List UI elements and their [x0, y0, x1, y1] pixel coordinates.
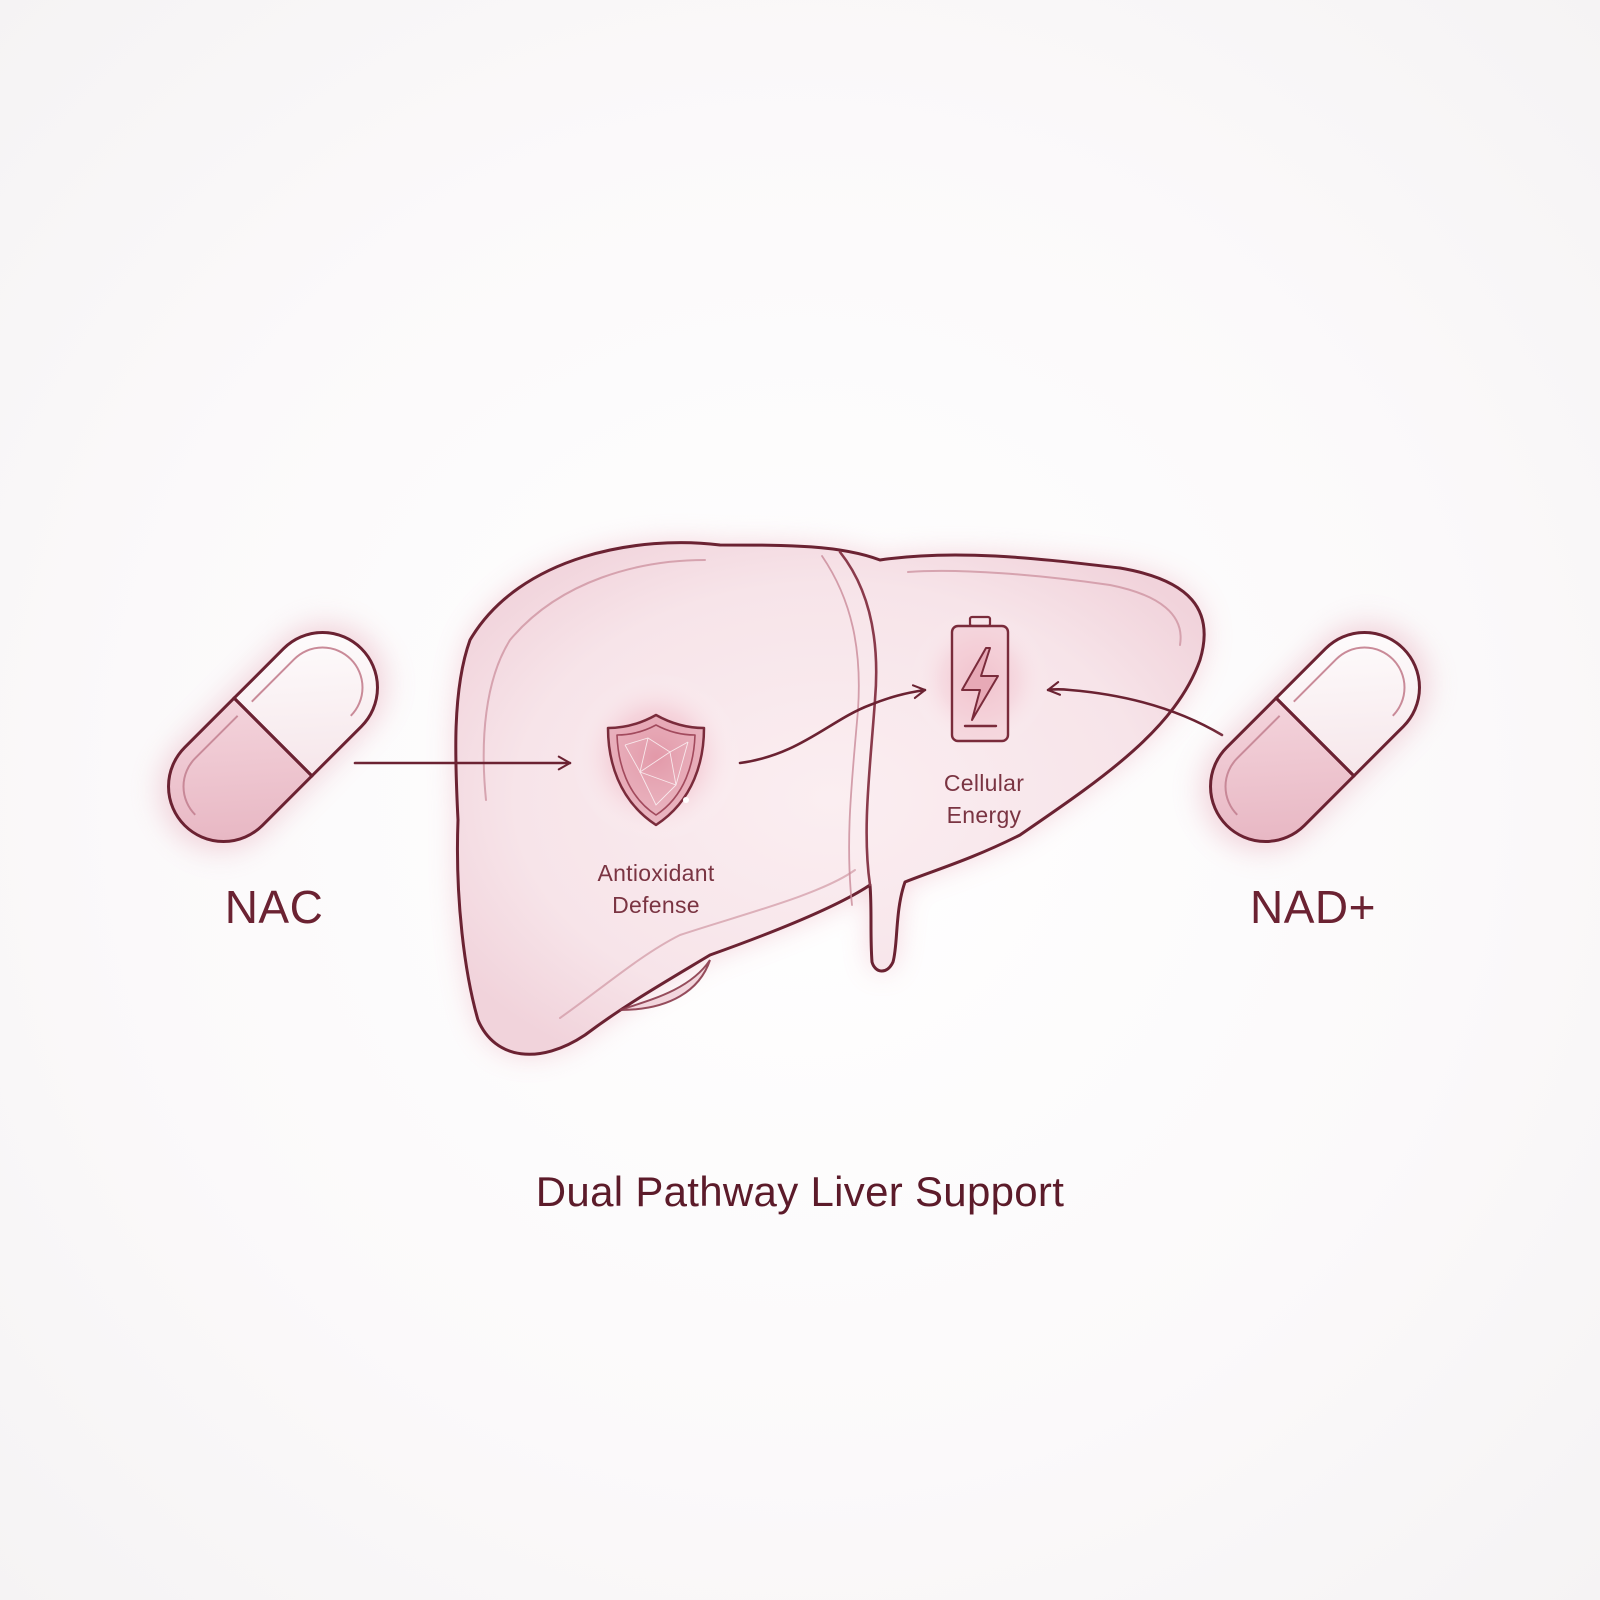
liver-inner-line-right: [907, 569, 1182, 646]
liver-outline: [454, 541, 1206, 1056]
cellular-energy-label: Cellular Energy: [884, 767, 1084, 831]
caption-title: Dual Pathway Liver Support: [535, 1168, 1065, 1215]
cellular-energy-line2: Energy: [946, 802, 1022, 828]
liver-underside-lobe: [619, 959, 711, 1011]
nac-capsule-icon: [159, 623, 387, 851]
nac-label: NAC: [224, 881, 324, 933]
battery-lightning-icon: [950, 615, 1010, 743]
cellular-energy-line1: Cellular: [943, 770, 1025, 796]
antioxidant-defense-label: Antioxidant Defense: [556, 857, 756, 921]
liver-inner-line-left: [482, 559, 706, 801]
antioxidant-defense-line2: Defense: [612, 892, 700, 918]
nad-capsule-icon: [1201, 623, 1429, 851]
liver-inner-line-bottom: [559, 869, 856, 1019]
lobe-divider: [838, 550, 878, 887]
nad-to-energy-arrow: [1046, 681, 1224, 737]
antioxidant-defense-line1: Antioxidant: [597, 860, 715, 886]
nad-label: NAD+: [1250, 881, 1376, 933]
defense-to-energy-arrow: [738, 684, 927, 765]
shield-icon: [606, 713, 706, 827]
